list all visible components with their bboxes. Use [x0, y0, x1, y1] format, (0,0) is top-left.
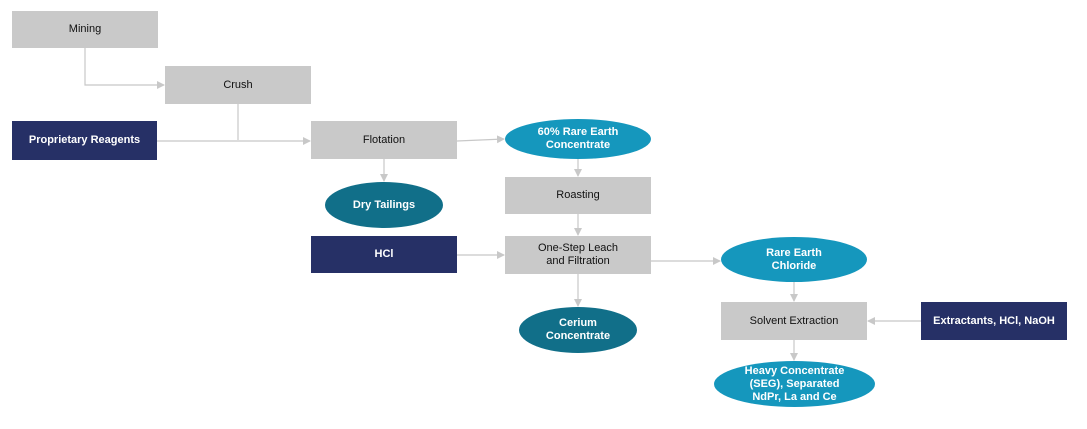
extractants-input: Extractants, HCl, NaOH [921, 302, 1067, 340]
rare-earth-concentrate-label: 60% Rare Earth Concentrate [537, 126, 619, 151]
proprietary-reagents-input: Proprietary Reagents [12, 121, 157, 160]
rare-earth-chloride-product: Rare Earth Chloride [721, 237, 867, 282]
leach-filtration-step: One-Step Leach and Filtration [505, 236, 651, 274]
mining-step: Mining [12, 11, 158, 48]
extractants-label: Extractants, HCl, NaOH [933, 314, 1055, 327]
flotation-step: Flotation [311, 121, 457, 159]
rare-earth-concentrate-product: 60% Rare Earth Concentrate [505, 119, 651, 159]
rare-earth-chloride-label: Rare Earth Chloride [766, 246, 822, 272]
flotation-label: Flotation [362, 133, 406, 146]
heavy-concentrate-product: Heavy Concentrate (SEG), Separated NdPr,… [714, 361, 875, 407]
crush-step: Crush [165, 66, 311, 104]
connector-mining-crush [84, 48, 165, 89]
dry-tailings-output: Dry Tailings [325, 182, 443, 228]
proprietary-reagents-label: Proprietary Reagents [28, 134, 141, 146]
solvent-extraction-step: Solvent Extraction [721, 302, 867, 340]
hcl-label: HCl [374, 248, 394, 260]
cerium-concentrate-output: Cerium Concentrate [519, 307, 637, 353]
heavy-concentrate-label: Heavy Concentrate (SEG), Separated NdPr,… [744, 364, 845, 403]
hcl-input: HCl [311, 236, 457, 273]
roasting-label: Roasting [556, 189, 600, 201]
roasting-step: Roasting [505, 177, 651, 214]
solvent-extraction-label: Solvent Extraction [749, 314, 839, 327]
mining-label: Mining [68, 23, 102, 35]
cerium-concentrate-label: Cerium Concentrate [545, 317, 611, 342]
connector-flotation-concentrate [456, 135, 505, 144]
dry-tailings-label: Dry Tailings [352, 198, 416, 211]
crush-label: Crush [223, 78, 253, 91]
leach-filtration-label: One-Step Leach and Filtration [537, 242, 619, 267]
